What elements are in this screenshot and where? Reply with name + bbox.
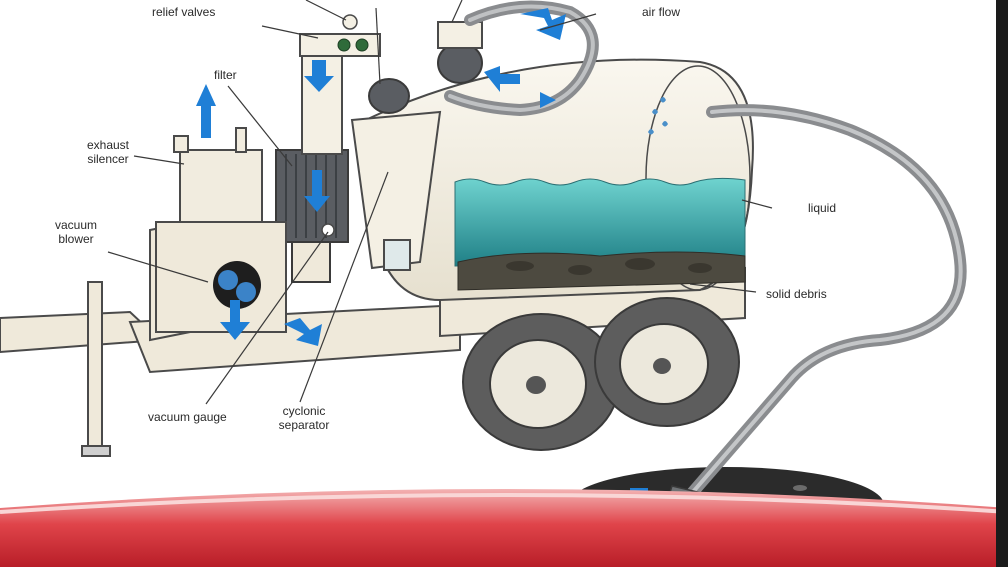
- flow-arrow-icon: [196, 84, 216, 138]
- label-vacuum-gauge: vacuum gauge: [148, 410, 227, 424]
- right-edge-bar: [996, 0, 1008, 567]
- label-vacuum-blower: vacuum blower: [54, 218, 98, 246]
- front-wheel: [594, 297, 740, 427]
- footer-band-highlight: [0, 493, 1008, 514]
- label-relief-valves: relief valves: [152, 5, 216, 19]
- label-liquid: liquid: [808, 201, 837, 215]
- vacuum-gauge-icon: [321, 223, 335, 237]
- flow-arrow-icon: [284, 318, 322, 346]
- footer-band: [0, 489, 1008, 567]
- debris-chunks: [506, 258, 712, 275]
- tank-domes: [368, 21, 483, 114]
- label-air-flow: air flow: [642, 5, 681, 19]
- label-exhaust-silencer: exhaust silencer: [86, 138, 130, 166]
- leader-lines: [107, 0, 773, 405]
- flow-arrows: [196, 8, 712, 530]
- relief-valves: [337, 14, 369, 52]
- flow-arrow-icon: [484, 66, 520, 92]
- tank-debris: [457, 251, 746, 291]
- vacuum-blower: [155, 221, 287, 333]
- flow-arrow-icon: [304, 60, 334, 92]
- flow-arrow-icon: [512, 92, 556, 108]
- rear-wheel: [462, 313, 620, 451]
- flow-arrow-icon: [220, 300, 250, 340]
- top-hose-highlight: [448, 4, 595, 113]
- flow-arrow-icon: [304, 170, 330, 212]
- flow-arrow-icon: [520, 8, 566, 40]
- tank-drips: [648, 97, 668, 135]
- suction-hose-highlight: [684, 108, 963, 502]
- label-filter: filter: [214, 68, 237, 82]
- tank-liquid: [454, 177, 746, 267]
- cyclonic-separator: [350, 110, 442, 271]
- label-cyclonic-separator: cyclonic separator: [278, 404, 330, 432]
- label-solid-debris: solid debris: [766, 287, 827, 301]
- trailer-tongue: [0, 281, 163, 457]
